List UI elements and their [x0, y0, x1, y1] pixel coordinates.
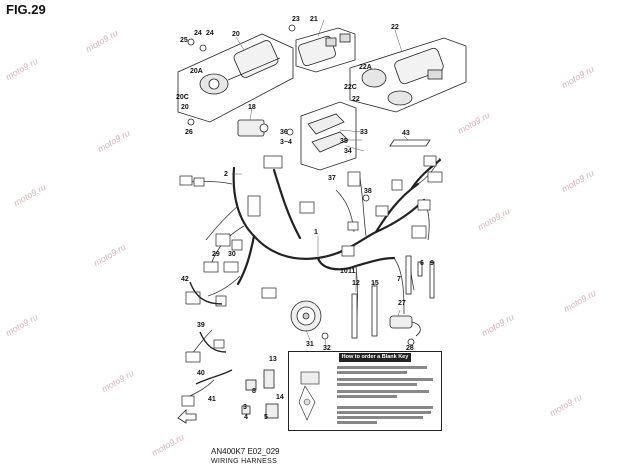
callout-20c: 20C [176, 94, 189, 101]
strip-43 [389, 139, 431, 147]
leader-lines [232, 19, 412, 349]
note-box-title: How to order a Blank Key [339, 353, 411, 362]
key-illustration [298, 371, 320, 421]
callout-37: 37 [328, 175, 336, 182]
callout-10-11: 10 [340, 268, 348, 275]
callout-36: 36 [280, 129, 288, 136]
switch-assembly-box-20 [177, 33, 294, 123]
sub-harness-42 [189, 281, 223, 305]
blank-key-note-box: How to order a Blank Key [288, 351, 442, 431]
callout-4: 4 [244, 414, 248, 421]
callout-29: 29 [212, 251, 220, 258]
front-arrow-icon [177, 409, 197, 424]
note-text-line [337, 406, 433, 409]
callout-12: 12 [352, 280, 360, 287]
callout-6: 6 [420, 260, 424, 267]
callout-22c: 22C [344, 84, 357, 91]
callout-20b: 20 [181, 104, 189, 111]
callout-8: 8 [252, 388, 256, 395]
callout-20a: 20A [190, 68, 203, 75]
callout-22: 22 [391, 24, 399, 31]
callout-40: 40 [197, 370, 205, 377]
callout-7: 7 [397, 276, 401, 283]
callout-32: 32 [323, 345, 331, 352]
callout-27: 27 [398, 300, 406, 307]
callout-34: 34 [344, 148, 352, 155]
callout-11: 11 [348, 268, 356, 275]
callout-42: 42 [181, 276, 189, 283]
callout-22b: 22 [352, 96, 360, 103]
figure-title: FIG.29 [6, 2, 46, 17]
callout-25: 25 [180, 37, 188, 44]
main-harness-bundle [232, 158, 442, 286]
callout-5: 5 [264, 414, 268, 421]
callout-21: 21 [310, 16, 318, 23]
callout-38: 38 [364, 188, 372, 195]
switch-assembly-box-22 [349, 37, 467, 113]
callout-3: 3 [243, 404, 247, 411]
note-text-line [337, 383, 417, 386]
callout-28: 28 [406, 345, 414, 352]
horn-31 [290, 300, 322, 332]
handlebar-switch-right [298, 33, 351, 67]
callout-33: 33 [360, 129, 368, 136]
callout-35: 35 [340, 138, 348, 145]
note-text-line [337, 366, 427, 369]
callout-24b: 24 [194, 30, 202, 37]
note-text-line [337, 416, 423, 419]
note-text-line [337, 395, 397, 398]
connectors [179, 155, 443, 407]
callout-14: 14 [276, 394, 284, 401]
callout-39: 39 [197, 322, 205, 329]
callout-41: 41 [208, 396, 216, 403]
note-text-line [337, 371, 407, 374]
key-blank-33 [307, 113, 349, 153]
callout-22a: 22A [359, 64, 372, 71]
callout-2: 2 [224, 171, 228, 178]
note-text-line [337, 411, 431, 414]
callout-1: 1 [314, 229, 318, 236]
callout-43: 43 [402, 130, 410, 137]
model-code: AN400K7 E02_029 [211, 447, 280, 456]
switch-assembly-box-21 [295, 27, 356, 73]
sensor-27 [389, 315, 421, 337]
small-parts [241, 369, 279, 419]
callout-9: 9 [430, 260, 434, 267]
callout-15: 15 [371, 280, 379, 287]
callout-13: 13 [269, 356, 277, 363]
callout-26: 26 [185, 129, 193, 136]
handlebar-switch-22 [361, 47, 444, 106]
section-name: WIRING HARNESS [211, 458, 278, 465]
callout-23: 23 [292, 16, 300, 23]
note-text-line [337, 421, 377, 424]
callout-24: 24 [206, 30, 214, 37]
callout-30: 30 [228, 251, 236, 258]
sub-harness-39-41 [195, 331, 233, 385]
note-text-line [337, 378, 433, 381]
callout-3-4: 3~4 [280, 139, 292, 146]
callout-18: 18 [248, 104, 256, 111]
callout-31: 31 [306, 341, 314, 348]
relay-18 [237, 119, 269, 137]
key-box-33 [300, 101, 357, 171]
note-text-line [337, 390, 429, 393]
handlebar-switch-left [199, 40, 281, 95]
callout-20: 20 [232, 31, 240, 38]
straps [351, 255, 435, 339]
